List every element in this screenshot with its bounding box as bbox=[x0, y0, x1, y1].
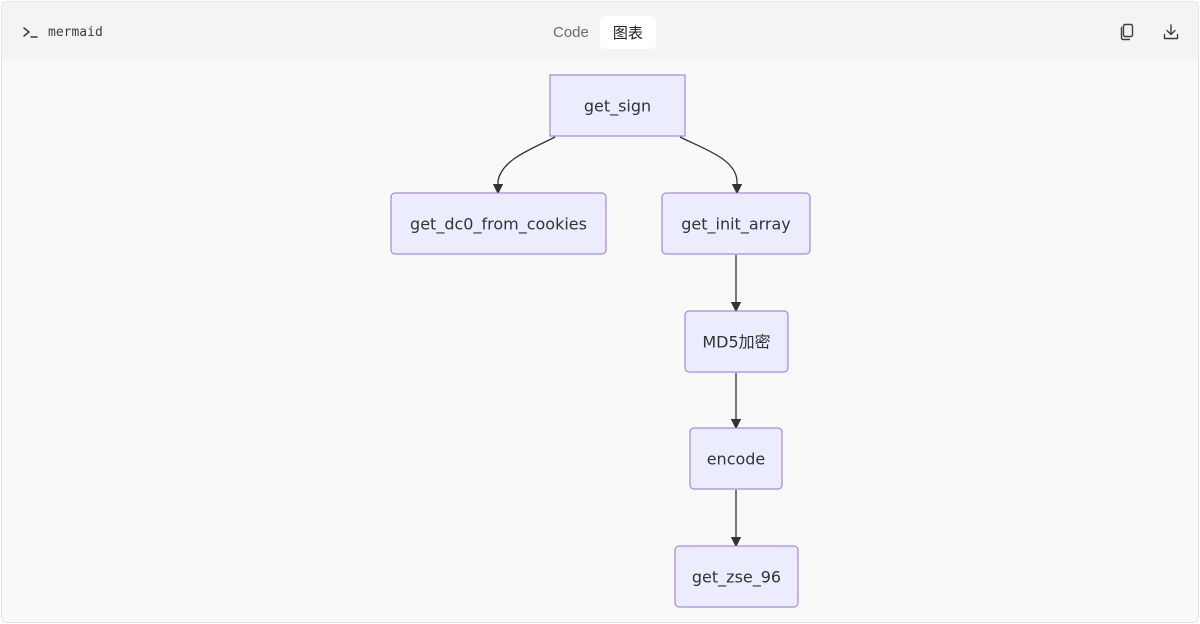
language-name: mermaid bbox=[48, 24, 103, 40]
diagram-canvas: get_sign get_dc0_from_cookies get_init_arr… bbox=[2, 59, 1198, 622]
node-get-dc0-from-cookies: get_dc0_from_cookies bbox=[390, 192, 607, 255]
node-label: get_sign bbox=[584, 97, 651, 117]
node-get-init-array: get_init_array bbox=[661, 192, 811, 255]
node-encode: encode bbox=[689, 427, 783, 490]
tab-diagram[interactable]: 图表 bbox=[599, 16, 656, 49]
node-box bbox=[661, 192, 811, 255]
node-label: get_zse_96 bbox=[692, 568, 781, 588]
download-icon bbox=[1163, 24, 1179, 40]
download-button[interactable] bbox=[1161, 22, 1181, 42]
node-label: MD5加密 bbox=[702, 333, 770, 352]
node-box bbox=[549, 74, 686, 137]
node-get-zse-96: get_zse_96 bbox=[674, 545, 799, 608]
node-box bbox=[684, 310, 789, 373]
copy-button[interactable] bbox=[1117, 22, 1137, 42]
code-block-toolbar: mermaid Code 图表 bbox=[2, 2, 1198, 59]
node-label: encode bbox=[707, 450, 766, 469]
tab-code[interactable]: Code bbox=[553, 24, 589, 41]
node-box bbox=[689, 427, 783, 490]
node-label: get_init_array bbox=[681, 215, 791, 235]
node-box bbox=[674, 545, 799, 608]
edge-get_sign-to-get_init_array bbox=[679, 136, 743, 195]
node-get-sign: get_sign bbox=[549, 74, 686, 137]
node-label: get_dc0_from_cookies bbox=[410, 215, 587, 235]
copy-icon bbox=[1120, 23, 1134, 41]
node-box bbox=[390, 192, 607, 255]
terminal-icon bbox=[23, 27, 38, 38]
edge-get_sign-to-get_dc0_from_cookies bbox=[492, 136, 556, 195]
language-label: mermaid bbox=[22, 22, 103, 42]
view-toggle: Code 图表 bbox=[544, 16, 656, 49]
node-md5: MD5加密 bbox=[684, 310, 789, 373]
flowchart: get_sign get_dc0_from_cookies get_init_arr… bbox=[390, 74, 811, 608]
